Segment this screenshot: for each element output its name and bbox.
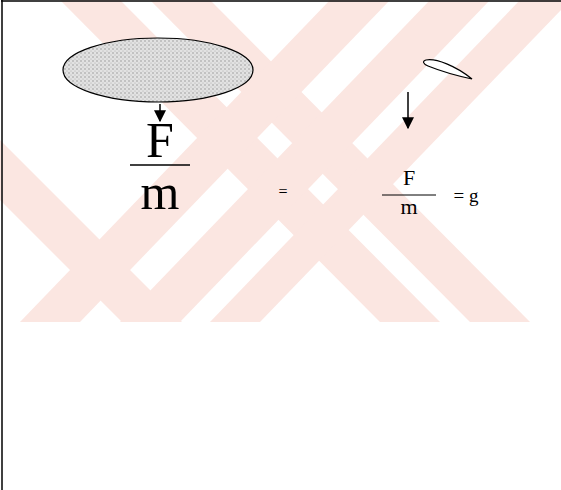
equals-sign: = bbox=[278, 184, 287, 200]
large-body bbox=[63, 38, 253, 102]
numerator: F bbox=[146, 115, 174, 165]
numerator: F bbox=[403, 167, 415, 189]
feather-body bbox=[424, 60, 472, 79]
force-arrow bbox=[407, 92, 409, 128]
frame-line bbox=[1, 0, 561, 2]
frame-line bbox=[1, 0, 3, 490]
result-term: = g bbox=[454, 186, 479, 205]
denominator: m bbox=[141, 167, 180, 217]
denominator: m bbox=[400, 196, 417, 218]
watermark-stripes bbox=[0, 0, 561, 322]
